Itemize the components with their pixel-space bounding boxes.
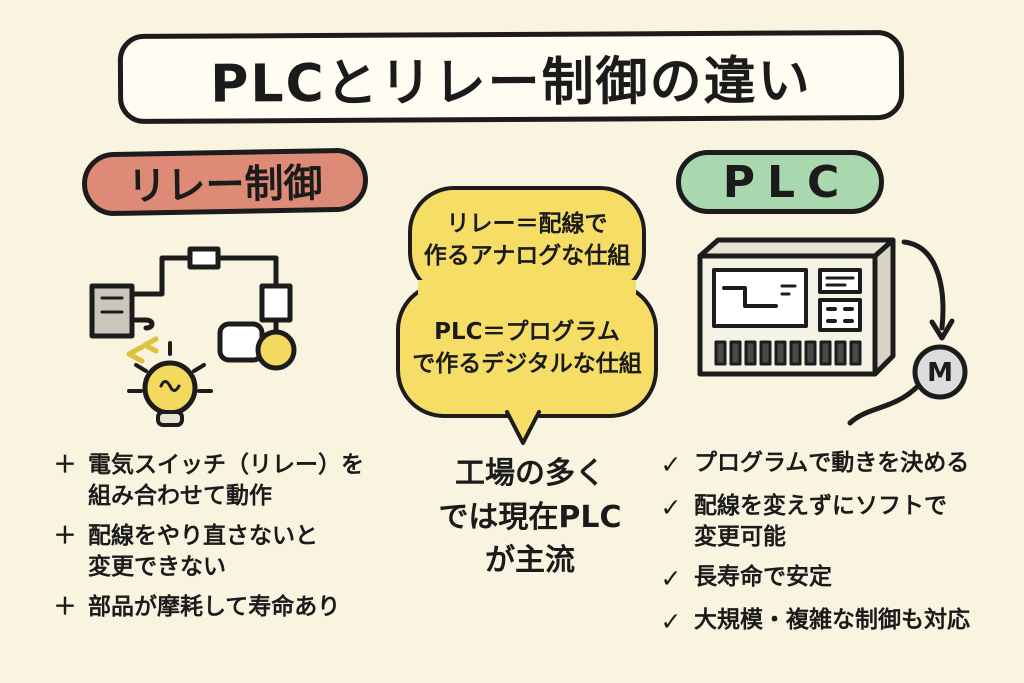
coil-component-icon: [259, 283, 293, 323]
relay-bullet-list: ＋ 電気スイッチ（リレー）を 組み合わせて動作 ＋ 配線をやり直さないと 変更で…: [52, 450, 396, 632]
list-item: ＋ 部品が摩耗して寿命あり: [52, 592, 396, 623]
page-title: PLCとリレー制御の違い: [210, 50, 812, 115]
bullet-line: 変更できない: [88, 554, 226, 581]
check-text: 配線を変えずにソフトで 変更可能: [694, 491, 947, 553]
check-text: プログラムで動きを決める: [694, 448, 969, 482]
bullet-text: 配線をやり直さないと 変更できない: [88, 521, 318, 583]
conclusion-line3: が主流: [485, 543, 575, 578]
lamp-icon: [255, 329, 297, 371]
check-marker: ✓: [660, 563, 682, 593]
bubble-plc-definition: PLC＝プログラム で作るデジタルな仕組: [392, 316, 662, 380]
relay-block-icon: [89, 283, 135, 339]
bullet-line: 部品が摩耗して寿命あり: [88, 594, 341, 621]
ladder-logic-lines: [722, 286, 778, 308]
check-marker: ✓: [660, 450, 682, 479]
list-item: ✓ 長寿命で安定: [658, 562, 1016, 596]
lightbulb-rays: [127, 341, 213, 393]
circuit-wire-left: [129, 255, 193, 297]
module-lower-dots: [826, 307, 854, 323]
plus-marker: ＋: [53, 594, 77, 621]
bubble-relay-line1: リレー＝配線で: [446, 211, 608, 237]
plc-module-upper: [818, 268, 862, 294]
relay-section-label: リレー制御: [127, 161, 323, 210]
check-text: 大規模・複雑な制御も対応: [694, 605, 970, 639]
lightbulb-base: [156, 410, 184, 427]
plc-side-face: [872, 237, 896, 377]
list-item: ✓ プログラムで動きを決める: [658, 448, 1016, 482]
title-box: PLCとリレー制御の違い: [117, 29, 905, 125]
check-line: 変更可能: [694, 523, 786, 550]
bubble-plc-line2: で作るデジタルな仕組: [412, 351, 642, 378]
plus-marker: ＋: [53, 452, 77, 478]
motor-icon: [912, 344, 968, 400]
bubble-neck-fill: [418, 280, 636, 294]
arrow-head-icon: [929, 318, 955, 341]
list-item: ✓ 大規模・複雑な制御も対応: [658, 605, 1016, 639]
circuit-wire-right: [215, 255, 279, 289]
relay-section-header: リレー制御: [81, 147, 369, 217]
contact-component-icon: [187, 246, 221, 270]
conclusion-line2: では現在PLC: [438, 499, 622, 535]
check-text: 長寿命で安定: [694, 562, 832, 596]
motor-wire: [847, 383, 921, 426]
relay-pigtail-wire: [129, 317, 155, 331]
bullet-line: 配線をやり直さないと: [88, 523, 318, 550]
check-line: プログラムで動きを決める: [694, 450, 970, 476]
bubble-tail: [505, 410, 541, 445]
socket-component-icon: [217, 321, 265, 363]
bullet-line: 電気スイッチ（リレー）を: [88, 452, 364, 478]
conclusion-line1: 工場の多く: [455, 456, 605, 491]
plc-check-list: ✓ プログラムで動きを決める ✓ 配線を変えずにソフトで 変更可能 ✓ 長寿命で…: [658, 448, 1016, 647]
terminal-strip: [714, 340, 862, 366]
bubble-relay-line2: 作るアナログな仕組: [423, 243, 631, 270]
plc-section-header: PLC: [676, 150, 884, 214]
lightbulb-filament: [159, 380, 181, 392]
check-line: 大規模・複雑な制御も対応: [694, 606, 970, 633]
check-line: 配線を変えずにソフトで: [694, 492, 947, 519]
relay-circuit-illustration: [89, 246, 297, 427]
plus-marker: ＋: [53, 523, 77, 550]
plc-device-illustration: M: [697, 237, 968, 426]
list-item: ＋ 配線をやり直さないと 変更できない: [52, 521, 396, 583]
check-marker: ✓: [660, 492, 682, 522]
bullet-text: 部品が摩耗して寿命あり: [88, 592, 340, 623]
check-marker: ✓: [660, 606, 682, 636]
module-upper-lines: [825, 276, 855, 287]
spark-chevrons-icon: [126, 336, 159, 364]
plc-section-label: PLC: [722, 156, 852, 208]
motor-label: M: [927, 358, 953, 388]
arrow-curve-icon: [901, 239, 946, 331]
bubble-plc-line1: PLC＝プログラム: [434, 319, 620, 345]
check-line: 長寿命で安定: [694, 563, 832, 590]
conclusion-text: 工場の多く では現在PLC が主流: [398, 452, 662, 583]
screen-detail-lines: [780, 284, 797, 296]
bullet-line: 組み合わせて動作: [88, 483, 272, 510]
speech-bubble-shape: [396, 186, 658, 445]
plc-screen: [712, 268, 808, 328]
plc-module-lower: [818, 298, 862, 332]
list-item: ＋ 電気スイッチ（リレー）を 組み合わせて動作: [52, 450, 396, 512]
list-item: ✓ 配線を変えずにソフトで 変更可能: [658, 491, 1016, 553]
comparison-speech-bubble: リレー＝配線で 作るアナログな仕組 PLC＝プログラム で作るデジタルな仕組: [392, 182, 662, 448]
bubble-relay-definition: リレー＝配線で 作るアナログな仕組: [392, 208, 662, 272]
bullet-text: 電気スイッチ（リレー）を 組み合わせて動作: [88, 450, 364, 512]
relay-block-detail: [100, 296, 124, 314]
